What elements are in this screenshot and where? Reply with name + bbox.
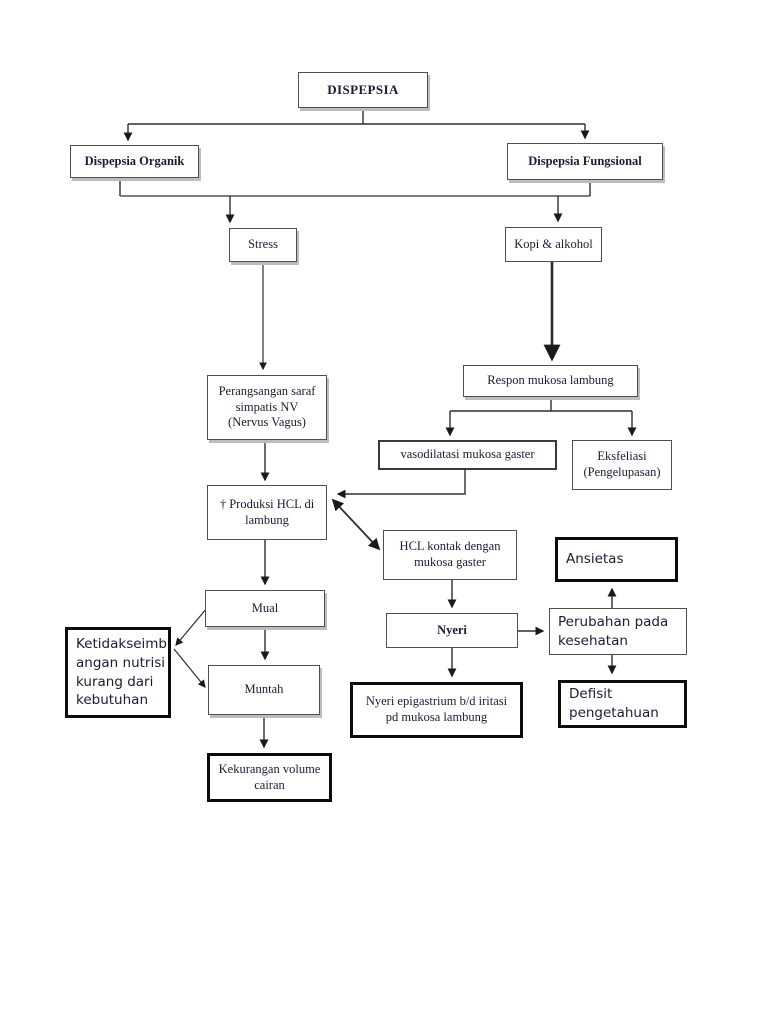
node-nyeri: Nyeri	[386, 613, 518, 648]
edge-vasodilatasi-produksi	[336, 470, 466, 499]
node-dispepsia-fungsional: Dispepsia Fungsional	[507, 143, 663, 180]
node-nyeri-epigastrium: Nyeri epigastrium b/d iritasi pd mukosa …	[350, 682, 523, 738]
node-produksi-hcl: † Produksi HCL di lambung	[207, 485, 327, 540]
node-ansietas: Ansietas	[555, 537, 678, 582]
node-stress: Stress	[229, 228, 297, 262]
node-kekurangan-volume: Kekurangan volume cairan	[207, 753, 332, 802]
node-vasodilatasi: vasodilatasi mukosa gaster	[378, 440, 557, 470]
node-respon-mukosa: Respon mukosa lambung	[463, 365, 638, 397]
edge-respon-branches	[445, 397, 637, 437]
node-eksfeliasi: Eksfeliasi (Pengelupasan)	[572, 440, 672, 490]
node-kopi-alkohol: Kopi & alkohol	[505, 227, 602, 262]
node-ketidakseimbangan-nutrisi: Ketidakseimb angan nutrisi kurang dari k…	[65, 627, 171, 718]
node-mual: Mual	[205, 590, 325, 627]
edge-dispepsia-branches	[123, 108, 590, 142]
node-hcl-kontak: HCL kontak dengan mukosa gaster	[383, 530, 517, 580]
edge-produksi-hclkontak	[331, 498, 381, 551]
node-defisit-pengetahuan: Defisit pengetahuan	[558, 680, 687, 728]
edge-mual-chain	[259, 540, 270, 749]
edge-causes-branches	[119, 178, 591, 224]
node-perangsangan-saraf: Perangsangan saraf simpatis NV (Nervus V…	[207, 375, 327, 440]
node-dispepsia-organik: Dispepsia Organik	[70, 145, 199, 178]
node-dispepsia: DISPEPSIA	[298, 72, 428, 108]
edge-ketidakseimbangan-links	[173, 607, 208, 688]
node-perubahan-kesehatan: Perubahan pada kesehatan	[549, 608, 687, 655]
node-muntah: Muntah	[208, 665, 320, 715]
